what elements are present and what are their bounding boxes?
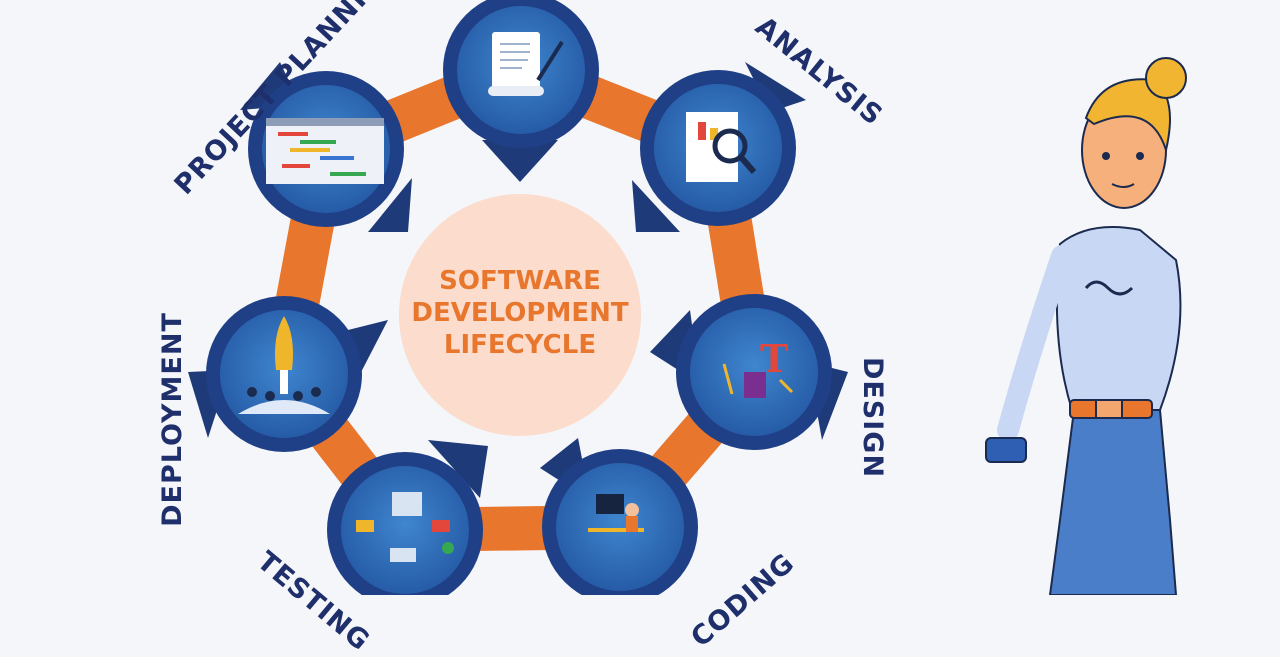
design-tools-icon: T	[722, 336, 794, 398]
node-documentation	[443, 0, 599, 148]
center-circle	[399, 194, 641, 436]
gantt-chart-icon	[266, 118, 384, 184]
testing-workflow-icon	[356, 492, 454, 562]
label-design: DESIGN	[857, 356, 889, 479]
rocket-launch-icon	[238, 316, 330, 414]
center-title: SOFTWARE DEVELOPMENT LIFECYCLE	[398, 265, 642, 361]
node-design: T	[676, 294, 832, 450]
arrow-analysis-top	[745, 62, 806, 112]
node-deployment	[206, 296, 362, 452]
magnifier-report-icon	[686, 112, 757, 182]
node-coding	[542, 449, 698, 595]
label-deployment: DEPLOYMENT	[156, 312, 188, 527]
developer-desk-icon	[588, 494, 644, 532]
arrow-testing-right	[428, 440, 488, 498]
arrow-planning-right	[368, 178, 412, 232]
node-testing	[327, 452, 483, 595]
sdlc-diagram: T	[188, 0, 1187, 595]
center-title-line-2: DEVELOPMENT	[411, 298, 629, 328]
arrow-top	[482, 140, 558, 182]
scroll-document-icon	[488, 32, 564, 96]
center-title-line-3: LIFECYCLE	[443, 330, 597, 360]
node-analysis	[640, 70, 796, 226]
arrow-analysis-left	[632, 180, 680, 232]
center-title-line-1: SOFTWARE	[439, 266, 601, 296]
thinking-person-illustration	[985, 57, 1187, 595]
node-planning	[248, 71, 404, 227]
